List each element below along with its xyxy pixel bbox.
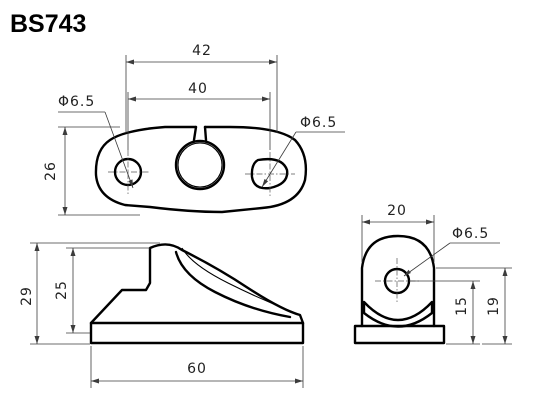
dimension-label-40: 40	[188, 81, 208, 97]
top-view	[94, 125, 308, 214]
dimension-40: 40	[127, 81, 271, 150]
side-view-body	[89, 243, 305, 325]
dimension-label-19: 19	[486, 296, 502, 316]
dimension-25: 25	[54, 247, 150, 334]
end-view	[353, 234, 446, 345]
dimension-label-26: 26	[43, 161, 59, 181]
dimension-label-20: 20	[387, 203, 407, 219]
dimension-label-15: 15	[454, 296, 470, 316]
side-view-base	[89, 321, 305, 345]
dimension-19: 19	[436, 267, 512, 345]
dimension-label-60: 60	[187, 361, 207, 377]
end-view-lip	[362, 300, 434, 328]
end-view-base	[353, 324, 446, 345]
dimension-42: 42	[125, 43, 278, 133]
side-view-ramp-inner	[181, 247, 299, 315]
side-view	[89, 243, 305, 345]
dimension-15: 15	[410, 280, 480, 345]
top-view-outline	[94, 125, 308, 214]
drawing-title: BS743	[10, 10, 86, 38]
leader-end-hole: Φ6.5	[403, 226, 500, 277]
dimension-label-hole-left: Φ6.5	[58, 94, 95, 110]
leader-hole-right: Φ6.5	[261, 115, 345, 188]
dimension-label-hole-right: Φ6.5	[300, 115, 337, 131]
center-hole	[174, 139, 226, 191]
dimension-label-end-hole: Φ6.5	[452, 226, 489, 242]
leader-hole-left: Φ6.5	[58, 94, 134, 189]
center-slot	[192, 125, 208, 142]
dimension-label-29: 29	[19, 286, 35, 306]
dimension-label-25: 25	[54, 280, 70, 300]
dimension-29: 29	[19, 242, 160, 345]
dimension-60: 60	[90, 346, 304, 388]
side-view-ramp	[174, 250, 292, 319]
dimension-label-42: 42	[192, 43, 212, 59]
dimension-20: 20	[361, 203, 435, 262]
dimension-26: 26	[43, 126, 140, 216]
center-hole-inner	[177, 142, 223, 188]
